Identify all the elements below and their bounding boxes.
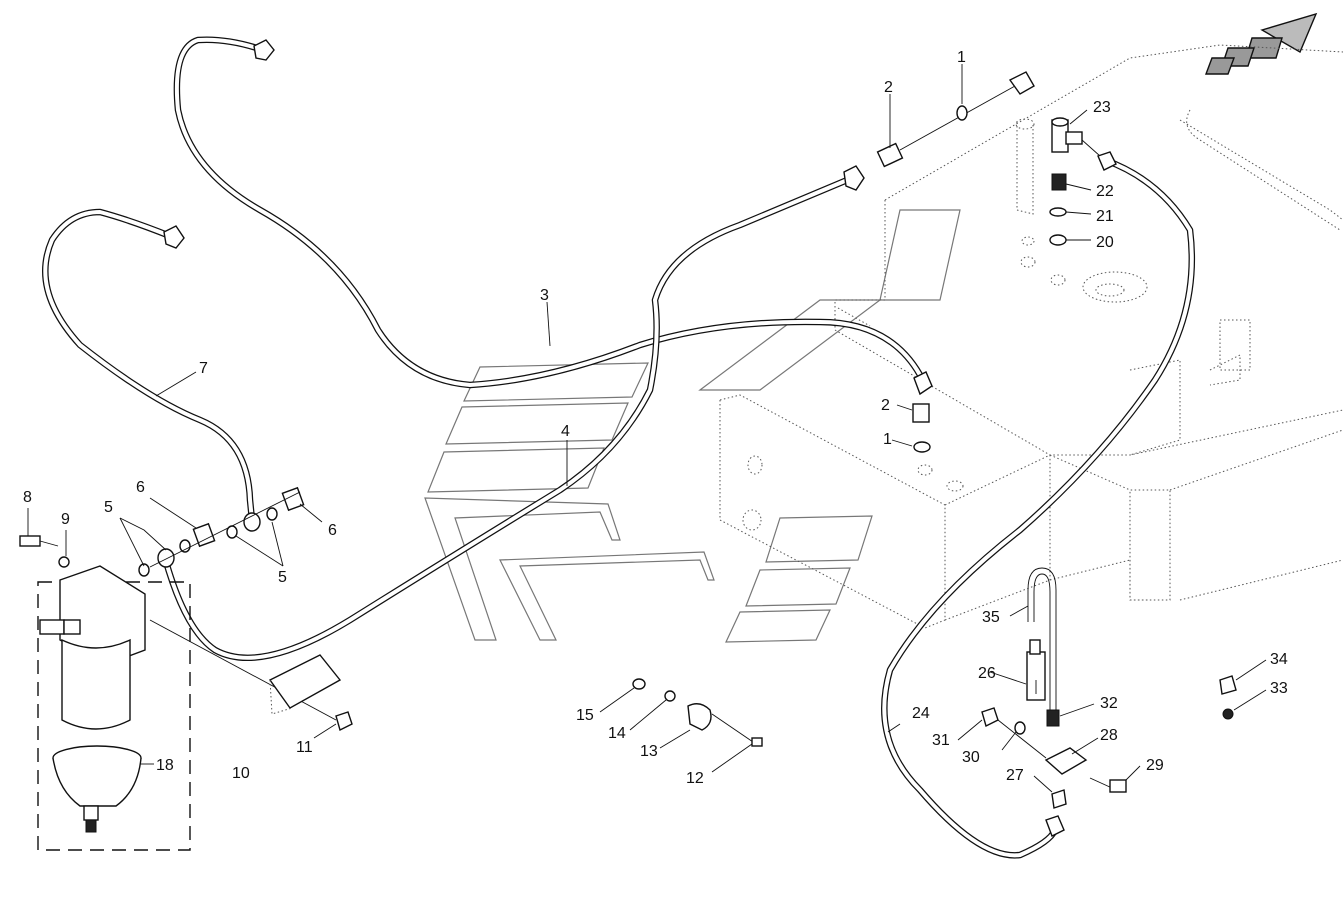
banjo-fitting-icon bbox=[157, 548, 175, 568]
direction-arrow-icon bbox=[1204, 12, 1318, 75]
leader-lines bbox=[27, 64, 1267, 793]
callout-12: 12 bbox=[686, 770, 704, 787]
callout-21: 21 bbox=[1096, 208, 1114, 225]
watermark-logo bbox=[424, 209, 961, 643]
callout-9: 9 bbox=[61, 511, 70, 528]
adaptor-icon bbox=[192, 522, 216, 548]
adaptor-icon bbox=[1046, 709, 1060, 727]
callout-5: 5 bbox=[278, 569, 287, 586]
callout-10: 10 bbox=[232, 765, 250, 782]
nut-icon bbox=[1051, 789, 1067, 809]
union-fitting-icon bbox=[912, 403, 930, 423]
callout-4: 4 bbox=[561, 423, 570, 440]
washer-icon bbox=[138, 563, 150, 577]
pipe-nut-icon bbox=[163, 225, 185, 249]
nut-icon bbox=[981, 707, 999, 728]
adaptor-icon bbox=[1051, 173, 1067, 191]
callout-20: 20 bbox=[1096, 234, 1114, 251]
callout-32: 32 bbox=[1100, 695, 1118, 712]
washer-icon bbox=[1014, 721, 1026, 735]
bolt-icon bbox=[1089, 777, 1127, 793]
filter-bowl bbox=[52, 745, 142, 833]
callout-15: 15 bbox=[576, 707, 594, 724]
washer-icon bbox=[1049, 207, 1067, 217]
callout-23: 23 bbox=[1093, 99, 1111, 116]
nut-icon bbox=[335, 711, 353, 732]
washer-icon bbox=[956, 105, 968, 121]
callout-1: 1 bbox=[883, 431, 892, 448]
pipe-nut-icon bbox=[843, 165, 865, 191]
pipe-nut-icon bbox=[253, 39, 275, 61]
callout-33: 33 bbox=[1270, 680, 1288, 697]
filter-canister bbox=[61, 638, 131, 730]
callout-3: 3 bbox=[540, 287, 549, 304]
fuel-filter-assembly bbox=[37, 565, 191, 851]
pipe-nut-icon bbox=[1097, 151, 1117, 171]
callout-2: 2 bbox=[881, 397, 890, 414]
callout-14: 14 bbox=[608, 725, 626, 742]
nut-icon bbox=[1219, 675, 1237, 695]
callout-24: 24 bbox=[912, 705, 930, 722]
fuel-lines bbox=[42, 36, 1196, 859]
washer-icon bbox=[266, 507, 278, 521]
washer-icon bbox=[179, 539, 191, 553]
callout-5: 5 bbox=[104, 499, 113, 516]
adaptor-icon bbox=[281, 486, 305, 512]
bolt-icon bbox=[19, 535, 59, 547]
callout-8: 8 bbox=[23, 489, 32, 506]
callout-30: 30 bbox=[962, 749, 980, 766]
tee-fitting-icon bbox=[1051, 117, 1101, 157]
callout-18: 18 bbox=[156, 757, 174, 774]
clip-icon bbox=[1044, 747, 1088, 775]
clamp-icon bbox=[632, 678, 763, 747]
callout-34: 34 bbox=[1270, 651, 1288, 668]
washer-icon bbox=[1049, 234, 1067, 246]
washer-icon bbox=[1222, 708, 1234, 720]
fuel-tank bbox=[719, 44, 1343, 629]
filter-head bbox=[39, 565, 146, 666]
callout-31: 31 bbox=[932, 732, 950, 749]
washer-icon bbox=[913, 441, 931, 453]
callout-35: 35 bbox=[982, 609, 1000, 626]
bracket-icon bbox=[268, 654, 342, 715]
callout-26: 26 bbox=[978, 665, 996, 682]
union-fitting-icon bbox=[876, 85, 1016, 168]
pipe-nut-icon bbox=[1045, 815, 1065, 837]
washer-icon bbox=[58, 556, 70, 568]
fittings bbox=[19, 39, 1237, 837]
callout-7: 7 bbox=[199, 360, 208, 377]
pipe-nut-icon bbox=[913, 371, 933, 396]
callout-6: 6 bbox=[328, 522, 337, 539]
callout-13: 13 bbox=[640, 743, 658, 760]
callouts: 1 2 1 2 3 4 5 5 6 6 7 8 9 10 11 12 13 14… bbox=[23, 49, 1288, 787]
callout-27: 27 bbox=[1006, 767, 1024, 784]
banjo-fitting-icon bbox=[1008, 71, 1035, 95]
callout-28: 28 bbox=[1100, 727, 1118, 744]
callout-22: 22 bbox=[1096, 183, 1114, 200]
callout-11: 11 bbox=[296, 739, 313, 756]
callout-2: 2 bbox=[884, 79, 893, 96]
inline-filter-icon bbox=[1026, 639, 1046, 701]
callout-6: 6 bbox=[136, 479, 145, 496]
callout-1: 1 bbox=[957, 49, 966, 66]
callout-29: 29 bbox=[1146, 757, 1164, 774]
